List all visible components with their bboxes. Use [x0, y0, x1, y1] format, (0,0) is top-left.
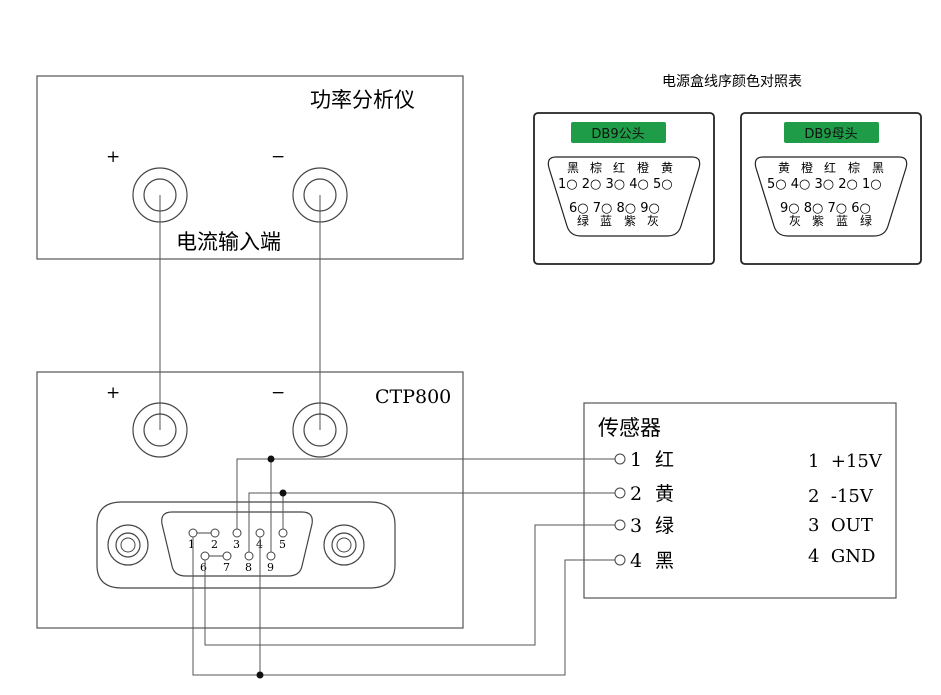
sensor-terminal-1: 1 红 1 +15V — [614, 449, 883, 472]
male-bottom-color-1: 绿 — [577, 213, 589, 228]
ctp-plus-label: + — [106, 383, 120, 403]
sensor-terminal-color-3: 绿 — [655, 515, 674, 537]
db9-female-panel: DB9母头 黄 橙 红 棕 黑 5○ 4○ 3○ 2○ 1○ 9○ 8○ 7○ … — [740, 112, 922, 265]
female-bottom-color-1: 灰 — [789, 214, 801, 228]
db9-pin-label-3: 3 — [233, 538, 240, 551]
db9-male-outline — [547, 156, 701, 237]
sensor-wires — [192, 458, 615, 676]
sensor-terminal-spec-3: 3 OUT — [808, 515, 873, 536]
male-top-color-4: 橙 — [637, 160, 649, 175]
female-bottom-pins: 9○ 8○ 7○ 6○ — [780, 201, 871, 216]
sensor-terminal-color-4: 黑 — [655, 550, 674, 572]
db9-male-header: DB9公头 — [591, 127, 644, 142]
female-top-color-5: 黑 — [872, 161, 884, 175]
sensor-terminal-2: 2 黄 2 -15V — [614, 483, 874, 507]
db9-male-header-bg — [571, 122, 666, 143]
sensor-terminal-4: 4 黑 4 GND — [614, 546, 875, 572]
wire-1 — [236, 458, 615, 529]
analyzer-plus-label: + — [106, 147, 120, 167]
male-top-pins: 1○ 2○ 3○ 4○ 5○ — [558, 177, 673, 192]
db9-pin-label-2: 2 — [211, 538, 218, 551]
sensor-terminal-spec-4: 4 GND — [808, 546, 875, 567]
sensor-terminal-num-3: 3 — [630, 515, 642, 537]
db9-female-header-bg — [784, 122, 879, 143]
power-analyzer-box — [36, 75, 464, 260]
sensor-title: 传感器 — [598, 416, 661, 440]
sensor-terminal-num-2: 2 — [630, 483, 642, 505]
sensor-terminal-spec-1: 1 +15V — [808, 451, 883, 472]
db9-pin-label-1: 1 — [188, 538, 195, 551]
current-input-label: 电流输入端 — [176, 230, 281, 254]
db9-pin-label-8: 8 — [245, 561, 252, 574]
ctp-minus-label: − — [271, 383, 285, 403]
db9-pin-label-5: 5 — [279, 538, 286, 551]
db9-connector — [96, 501, 396, 589]
db9-shell — [161, 511, 313, 577]
db9-female-outline — [754, 156, 908, 237]
ctp800-title: CTP800 — [375, 386, 451, 408]
ctp-plus-terminal — [132, 402, 188, 458]
color-table-title: 电源盒线序颜色对照表 — [662, 73, 802, 90]
sensor-terminal-color-1: 红 — [655, 449, 674, 471]
male-top-color-2: 棕 — [590, 160, 602, 175]
sensor-box — [583, 402, 897, 599]
male-bottom-color-4: 灰 — [647, 214, 659, 228]
wire-3 — [204, 524, 615, 646]
junction-dot-1 — [267, 455, 275, 463]
male-bottom-pins: 6○ 7○ 8○ 9○ — [569, 201, 660, 216]
sensor-terminal-color-2: 黄 — [655, 483, 674, 505]
male-bottom-color-3: 紫 — [624, 214, 636, 228]
db9-pin-label-6: 6 — [200, 561, 207, 574]
db9-pin-label-9: 9 — [267, 561, 274, 574]
ctp800-box — [36, 371, 464, 629]
ctp-minus-terminal — [292, 402, 348, 458]
junction-dot-3 — [256, 671, 264, 679]
male-top-color-3: 红 — [613, 160, 625, 175]
sensor-terminal-spec-2: 2 -15V — [808, 486, 874, 507]
wire-2 — [248, 492, 615, 552]
power-analyzer-title: 功率分析仪 — [310, 88, 415, 112]
db9-pins-top — [188, 528, 288, 538]
sensor-terminal-3: 3 绿 3 OUT — [614, 515, 873, 537]
db9-right-screw — [323, 524, 365, 566]
db9-female-header: DB9母头 — [804, 127, 857, 142]
wire-4 — [192, 537, 615, 676]
junction-dot-2 — [279, 489, 287, 497]
db9-pin-label-7: 7 — [223, 561, 230, 574]
db9-left-screw — [107, 524, 149, 566]
female-bottom-color-4: 绿 — [860, 213, 872, 228]
male-top-color-1: 黑 — [567, 161, 579, 175]
female-top-color-1: 黄 — [778, 161, 790, 175]
sensor-terminal-num-1: 1 — [630, 449, 642, 471]
male-top-color-5: 黄 — [661, 161, 673, 175]
female-top-color-4: 棕 — [848, 160, 860, 175]
male-bottom-color-2: 蓝 — [600, 214, 612, 228]
female-top-color-3: 红 — [824, 160, 836, 175]
analyzer-minus-label: − — [271, 147, 285, 167]
db9-male-panel: DB9公头 黑 棕 红 橙 黄 1○ 2○ 3○ 4○ 5○ 6○ 7○ 8○ … — [533, 112, 715, 265]
female-bottom-color-3: 蓝 — [836, 214, 848, 228]
female-top-pins: 5○ 4○ 3○ 2○ 1○ — [767, 177, 882, 192]
female-bottom-color-2: 紫 — [812, 214, 824, 228]
sensor-terminal-num-4: 4 — [630, 550, 642, 572]
female-top-color-2: 橙 — [801, 160, 813, 175]
